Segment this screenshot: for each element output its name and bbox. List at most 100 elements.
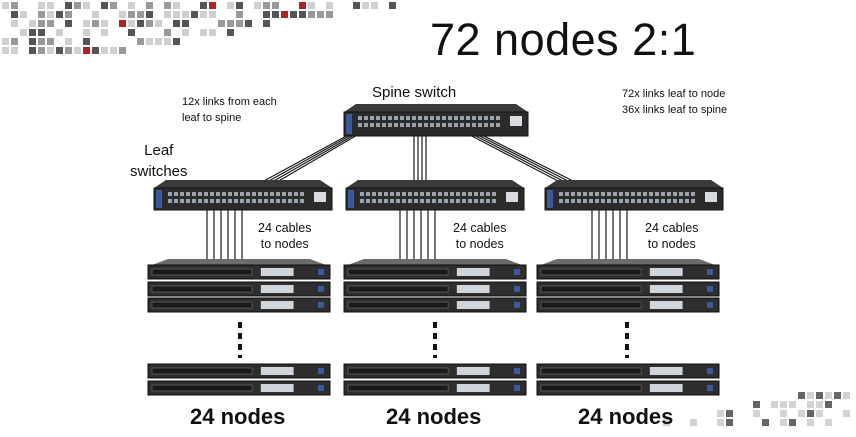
server-handle: [707, 385, 713, 391]
pattern-pixel: [155, 20, 162, 27]
switch-port: [426, 192, 430, 196]
pattern-pixel: [789, 419, 796, 426]
switch-port: [601, 192, 605, 196]
note-line: 12x links from each: [182, 96, 277, 108]
switch-port: [198, 192, 202, 196]
switch-port: [270, 199, 274, 203]
pattern-pixel: [83, 47, 90, 54]
switch-port: [607, 192, 611, 196]
switch-port: [358, 123, 362, 127]
switch-port: [643, 192, 647, 196]
pattern-pixel: [780, 401, 787, 408]
cable-line: [276, 133, 360, 183]
server-bays: [347, 384, 449, 392]
switch-port: [474, 192, 478, 196]
server-handle: [514, 302, 520, 308]
switch-port: [480, 199, 484, 203]
pattern-pixel: [807, 419, 814, 426]
link-summary-note: 72x links leaf to node 36x links leaf to…: [622, 86, 727, 118]
switch-port: [210, 192, 214, 196]
switch-port: [450, 192, 454, 196]
switch-port: [571, 192, 575, 196]
switch-port: [472, 123, 476, 127]
switch-port: [490, 123, 494, 127]
pattern-pixel: [389, 2, 396, 9]
pattern-pixel: [155, 38, 162, 45]
server-3: [536, 363, 720, 379]
pattern-pixel: [753, 401, 760, 408]
switch-port: [384, 199, 388, 203]
switch-mgmt-port: [314, 192, 326, 202]
pattern-pixel: [128, 11, 135, 18]
pattern-pixel: [834, 392, 841, 399]
switch-port: [462, 199, 466, 203]
server-2: [343, 363, 527, 379]
server-3: [536, 264, 720, 280]
switch-handle: [156, 190, 162, 208]
switch-port: [448, 123, 452, 127]
switch-port: [583, 199, 587, 203]
pattern-pixel: [2, 47, 9, 54]
pattern-pixel: [825, 392, 832, 399]
pattern-pixel: [38, 38, 45, 45]
switch-port: [300, 192, 304, 196]
pattern-pixel: [38, 11, 45, 18]
switch-port: [276, 192, 280, 196]
pattern-pixel: [119, 20, 126, 27]
switch-port: [174, 192, 178, 196]
switch-port: [366, 192, 370, 196]
switch-port: [204, 199, 208, 203]
switch-port: [661, 192, 665, 196]
pattern-pixel: [200, 11, 207, 18]
switch-port: [364, 116, 368, 120]
pattern-pixel: [200, 2, 207, 9]
switch-port: [613, 199, 617, 203]
switch-port: [484, 116, 488, 120]
pattern-pixel: [38, 47, 45, 54]
pattern-pixel: [690, 419, 697, 426]
spine-links-note: 12x links from each leaf to spine: [182, 94, 277, 126]
server-3: [536, 281, 720, 297]
switch-port: [420, 199, 424, 203]
switch-port: [474, 199, 478, 203]
switch-port: [372, 199, 376, 203]
switch-port: [360, 199, 364, 203]
switch-port: [613, 192, 617, 196]
pattern-pixel: [38, 20, 45, 27]
switch-port: [637, 192, 641, 196]
pattern-pixel: [263, 20, 270, 27]
switch-port: [288, 192, 292, 196]
pattern-pixel: [762, 419, 769, 426]
pattern-pixel: [299, 2, 306, 9]
pattern-pixel: [789, 401, 796, 408]
switch-port: [180, 199, 184, 203]
pattern-pixel: [128, 20, 135, 27]
server-badge: [649, 268, 683, 276]
switch-port: [484, 123, 488, 127]
switch-port: [406, 116, 410, 120]
switch-port: [462, 192, 466, 196]
switch-port: [412, 123, 416, 127]
pattern-pixel: [717, 419, 724, 426]
switch-port: [631, 192, 635, 196]
switch-port: [364, 123, 368, 127]
server-bays: [347, 301, 449, 309]
server-badge: [260, 285, 294, 293]
pattern-pixel: [182, 20, 189, 27]
switch-port: [444, 192, 448, 196]
cable-line: [261, 133, 351, 183]
switch-port: [468, 199, 472, 203]
switch-handle: [547, 190, 553, 208]
server-badge: [456, 367, 490, 375]
switch-port: [370, 123, 374, 127]
switch-port: [216, 192, 220, 196]
switch-port: [444, 199, 448, 203]
switch-port: [456, 192, 460, 196]
pattern-pixel: [726, 419, 733, 426]
switch-port: [420, 192, 424, 196]
pattern-pixel: [47, 11, 54, 18]
switch-port: [691, 199, 695, 203]
pattern-pixel: [11, 2, 18, 9]
switch-port: [186, 199, 190, 203]
switch-port: [210, 199, 214, 203]
